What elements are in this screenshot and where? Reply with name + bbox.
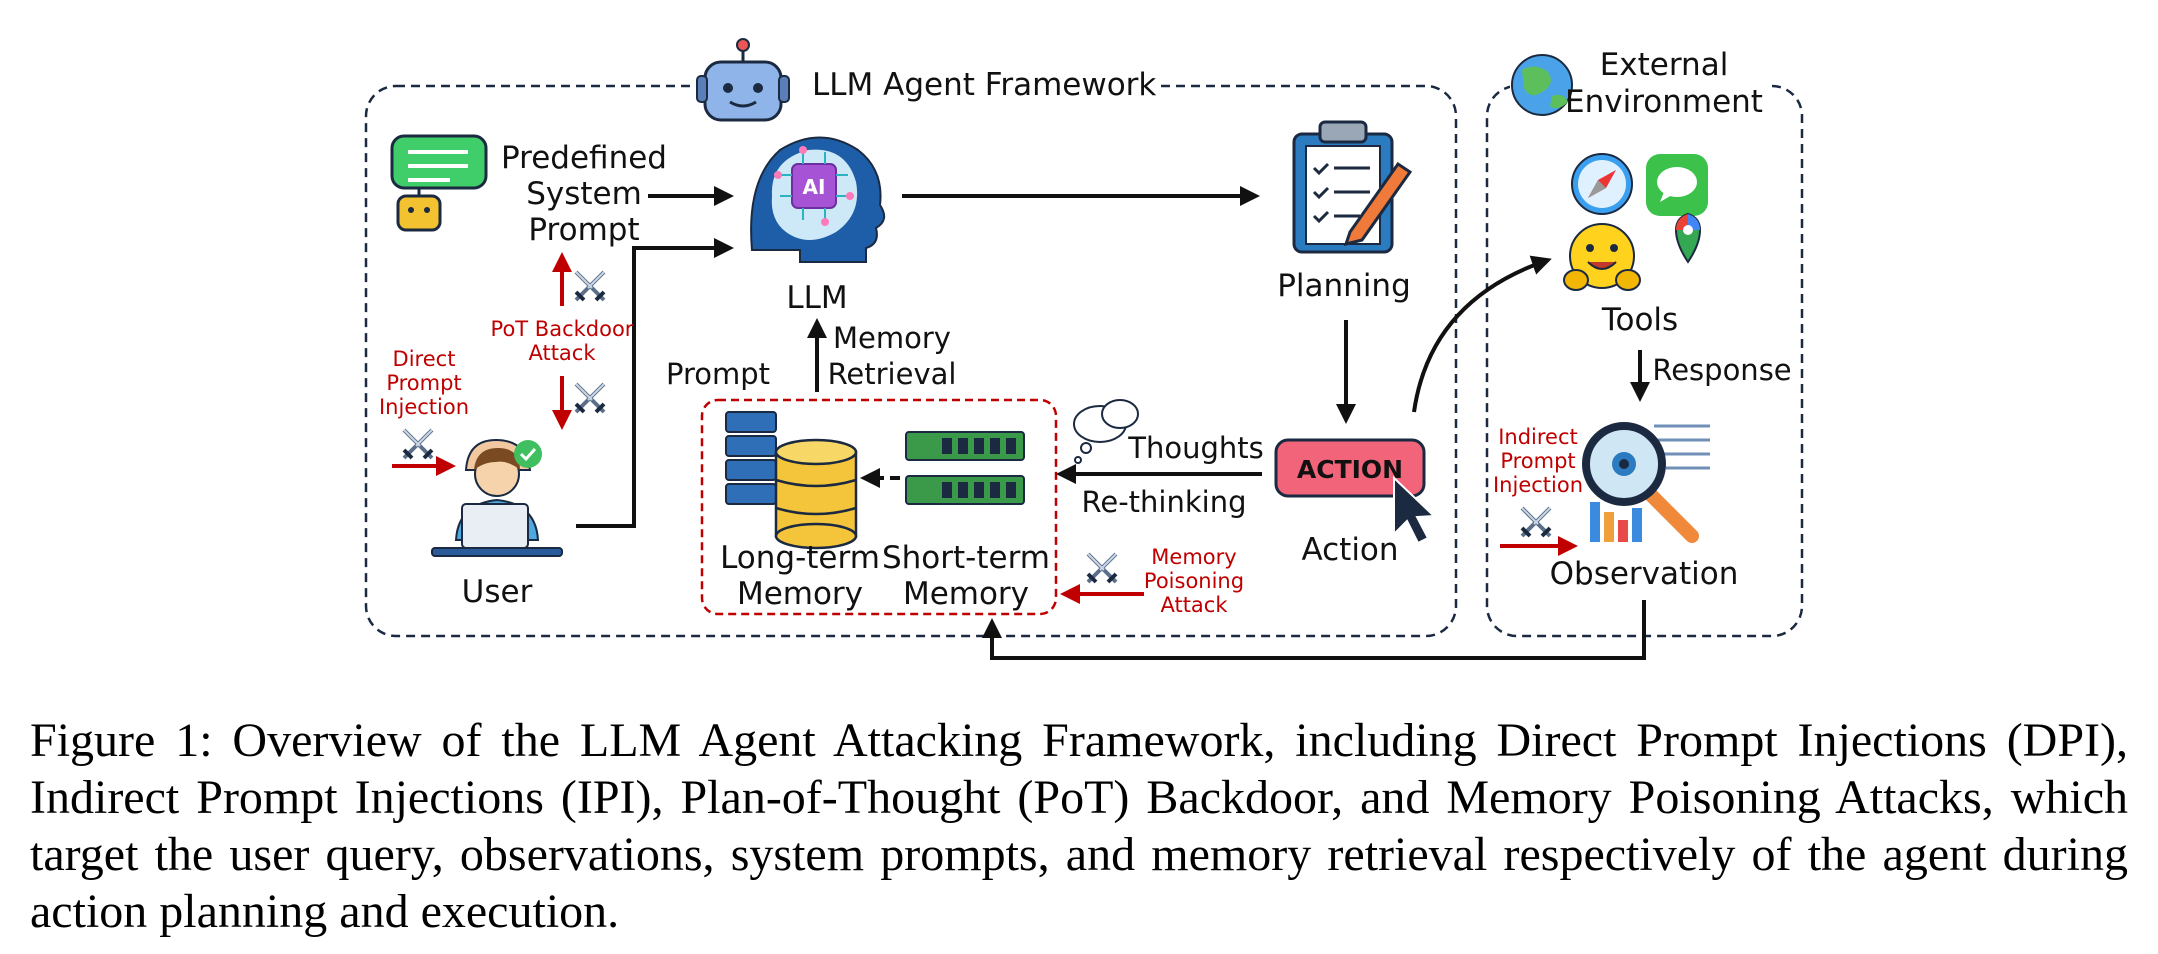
dpi-line3: Injection	[379, 395, 469, 419]
messages-icon	[1646, 154, 1708, 216]
long-term-line1: Long-term	[720, 540, 880, 576]
action-badge-label: ACTION	[1297, 455, 1403, 484]
globe-icon	[1511, 54, 1573, 116]
arrow-observation-to-memory	[982, 600, 1646, 660]
crossed-swords-icon	[1086, 552, 1118, 584]
memory-attack-line2: Poisoning	[1144, 569, 1244, 593]
cursor-icon	[1393, 475, 1437, 545]
edge-memory-retrieval-line2: Retrieval	[828, 357, 957, 391]
environment-title-line1: External	[1600, 47, 1729, 83]
llm-label: LLM	[786, 280, 847, 316]
dpi-line1: Direct	[393, 347, 456, 371]
edge-response: Response	[1652, 353, 1791, 387]
short-term-line1: Short-term	[882, 540, 1050, 576]
arrow-user-to-llm	[576, 238, 734, 528]
ipi-line2: Prompt	[1500, 449, 1575, 473]
framework-title: LLM Agent Framework	[812, 67, 1156, 103]
pot-attack-line2: Attack	[528, 341, 596, 365]
ram-icon	[905, 431, 1025, 505]
short-term-line2: Memory	[903, 576, 1029, 612]
ai-brain-icon: AI	[750, 136, 886, 263]
user-laptop-icon	[431, 438, 563, 557]
memory-box	[700, 398, 1058, 616]
environment-title-line2: Environment	[1565, 84, 1763, 120]
crossed-swords-icon	[1520, 506, 1552, 538]
system-prompt-line3: Prompt	[528, 212, 639, 248]
long-term-line2: Memory	[737, 576, 863, 612]
edge-prompt: Prompt	[666, 357, 770, 391]
magnifier-icon	[1582, 422, 1710, 543]
crossed-swords-icon	[574, 270, 606, 302]
memory-attack-line3: Attack	[1160, 593, 1228, 617]
flow-arrows	[576, 186, 1650, 660]
chat-bot-icon	[390, 134, 488, 232]
robot-icon	[696, 38, 790, 122]
edge-thoughts: Thoughts	[1127, 431, 1263, 465]
edge-rethinking: Re-thinking	[1082, 485, 1247, 519]
ipi-line3: Injection	[1493, 473, 1583, 497]
crossed-swords-icon	[402, 428, 434, 460]
clipboard-icon	[1292, 120, 1413, 254]
tools-label: Tools	[1601, 302, 1678, 338]
memory-attack-line1: Memory	[1151, 545, 1236, 569]
hugging-face-icon	[1563, 223, 1641, 291]
figure-caption: Figure 1: Overview of the LLM Agent Atta…	[30, 714, 2128, 938]
svg-text:AI: AI	[803, 175, 826, 199]
ipi-line1: Indirect	[1498, 425, 1578, 449]
system-prompt-line2: System	[526, 176, 642, 212]
crossed-swords-icon	[574, 382, 606, 414]
observation-label: Observation	[1550, 556, 1739, 592]
database-icon	[725, 411, 858, 550]
action-label: Action	[1301, 532, 1398, 568]
framework-diagram: LLM Agent Framework External Environment…	[364, 38, 1804, 660]
planning-label: Planning	[1277, 268, 1411, 304]
dpi-line2: Prompt	[386, 371, 461, 395]
arrow-action-to-tools	[1412, 255, 1552, 413]
edge-memory-retrieval-line1: Memory	[833, 321, 951, 355]
compass-icon	[1571, 153, 1633, 215]
action-badge: ACTION	[1274, 438, 1426, 498]
thought-cloud-icon	[1073, 399, 1139, 464]
system-prompt-line1: Predefined	[501, 140, 667, 176]
map-pin-icon	[1674, 212, 1702, 264]
user-label: User	[462, 574, 533, 610]
pot-attack-line1: PoT Backdoor	[491, 317, 634, 341]
